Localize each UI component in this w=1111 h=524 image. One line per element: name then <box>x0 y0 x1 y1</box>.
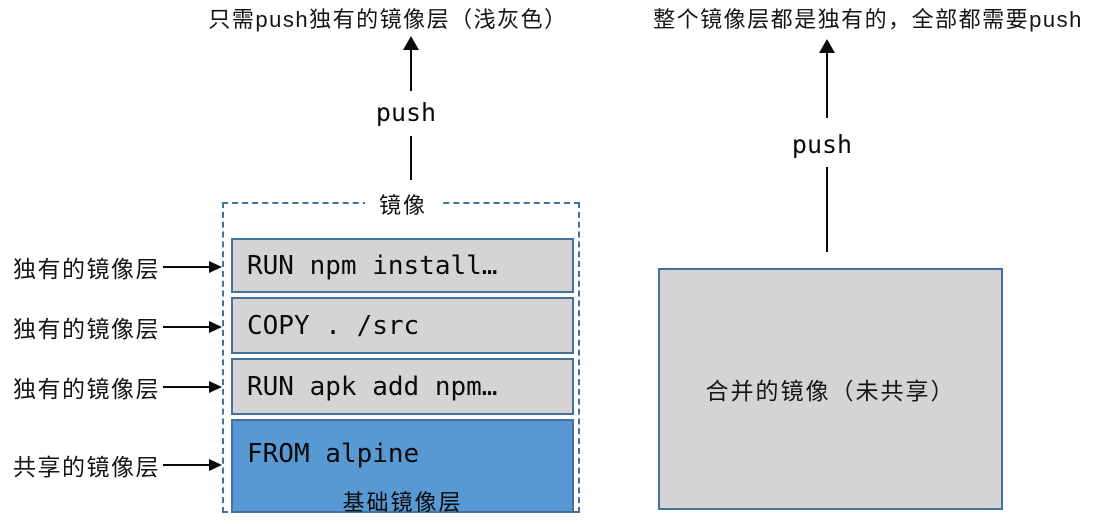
left-arrow-upper-line <box>410 50 412 91</box>
row-arrow-icon-3 <box>209 381 222 393</box>
row-label-unique-3: 独有的镜像层 <box>13 376 160 402</box>
layer-copy-src: COPY . /src <box>231 297 574 354</box>
row-arrow-line-1 <box>163 266 210 268</box>
merged-image-label: 合并的镜像（未共享） <box>705 378 956 404</box>
image-box-title: 镜像 <box>364 188 442 220</box>
row-label-unique-1: 独有的镜像层 <box>13 256 160 282</box>
left-arrow-lower-line <box>410 136 412 180</box>
layer-code: COPY . /src <box>247 310 420 341</box>
right-up-arrow-icon <box>819 39 835 53</box>
left-push-label: push <box>375 98 437 127</box>
layer-code: FROM alpine <box>247 439 420 469</box>
left-up-arrow-icon <box>403 36 419 50</box>
row-arrow-line-2 <box>163 326 210 328</box>
row-arrow-line-4 <box>163 464 210 466</box>
base-layer-label: 基础镜像层 <box>342 490 463 515</box>
layer-code: RUN npm install… <box>247 250 498 281</box>
row-arrow-icon-1 <box>209 261 222 273</box>
row-arrow-line-3 <box>163 386 210 388</box>
right-arrow-upper-line <box>826 53 828 118</box>
left-caption: 只需push独有的镜像层（浅灰色） <box>208 7 568 32</box>
layer-run-npm-install: RUN npm install… <box>231 238 574 293</box>
right-push-label: push <box>791 130 853 159</box>
row-arrow-icon-2 <box>209 321 222 333</box>
layer-code: RUN apk add npm… <box>247 371 498 402</box>
row-label-shared: 共享的镜像层 <box>13 454 160 480</box>
right-caption: 整个镜像层都是独有的，全部都需要push <box>653 7 1083 32</box>
layer-run-apk-add: RUN apk add npm… <box>231 358 574 415</box>
row-arrow-icon-4 <box>209 459 222 471</box>
merged-image-box: 合并的镜像（未共享） <box>658 268 1003 510</box>
right-arrow-lower-line <box>826 167 828 252</box>
row-label-unique-2: 独有的镜像层 <box>13 316 160 342</box>
layer-from-alpine: FROM alpine 基础镜像层 <box>231 419 574 515</box>
